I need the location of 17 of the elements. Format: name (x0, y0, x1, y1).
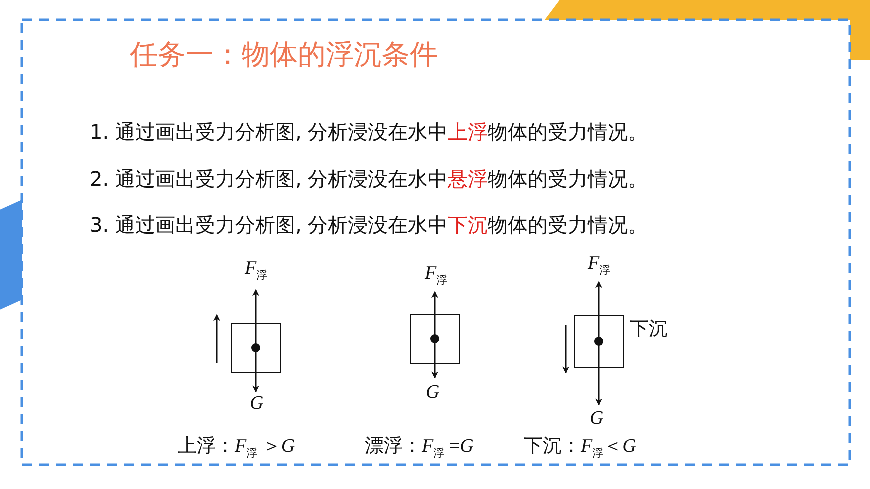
force-label: F$_{浮}$ (245, 258, 268, 283)
force-label: G (590, 408, 604, 431)
object-box (574, 315, 624, 368)
slide-title: 任务一：物体的浮沉条件 (130, 38, 438, 72)
condition-formula: 漂浮：F$_{浮}$ =G (365, 436, 474, 461)
motion-label: 下沉 (630, 318, 668, 341)
force-label: G (250, 393, 264, 416)
force-label: F$_{浮}$ (588, 253, 611, 278)
task-text: 3. 通过画出受力分析图, 分析浸没在水中下沉物体的受力情况。 (90, 213, 648, 237)
object-box (231, 323, 281, 373)
object-box (410, 314, 460, 364)
force-label: G (426, 382, 440, 405)
force-label: F$_{浮}$ (425, 263, 448, 288)
task-text: 2. 通过画出受力分析图, 分析浸没在水中悬浮物体的受力情况。 (90, 167, 648, 191)
task-text: 1. 通过画出受力分析图, 分析浸没在水中上浮物体的受力情况。 (90, 120, 648, 144)
condition-formula: 上浮：F$_{浮}$ ＞G (178, 436, 296, 461)
condition-formula: 下沉：F$_{浮}$＜G (524, 436, 636, 461)
